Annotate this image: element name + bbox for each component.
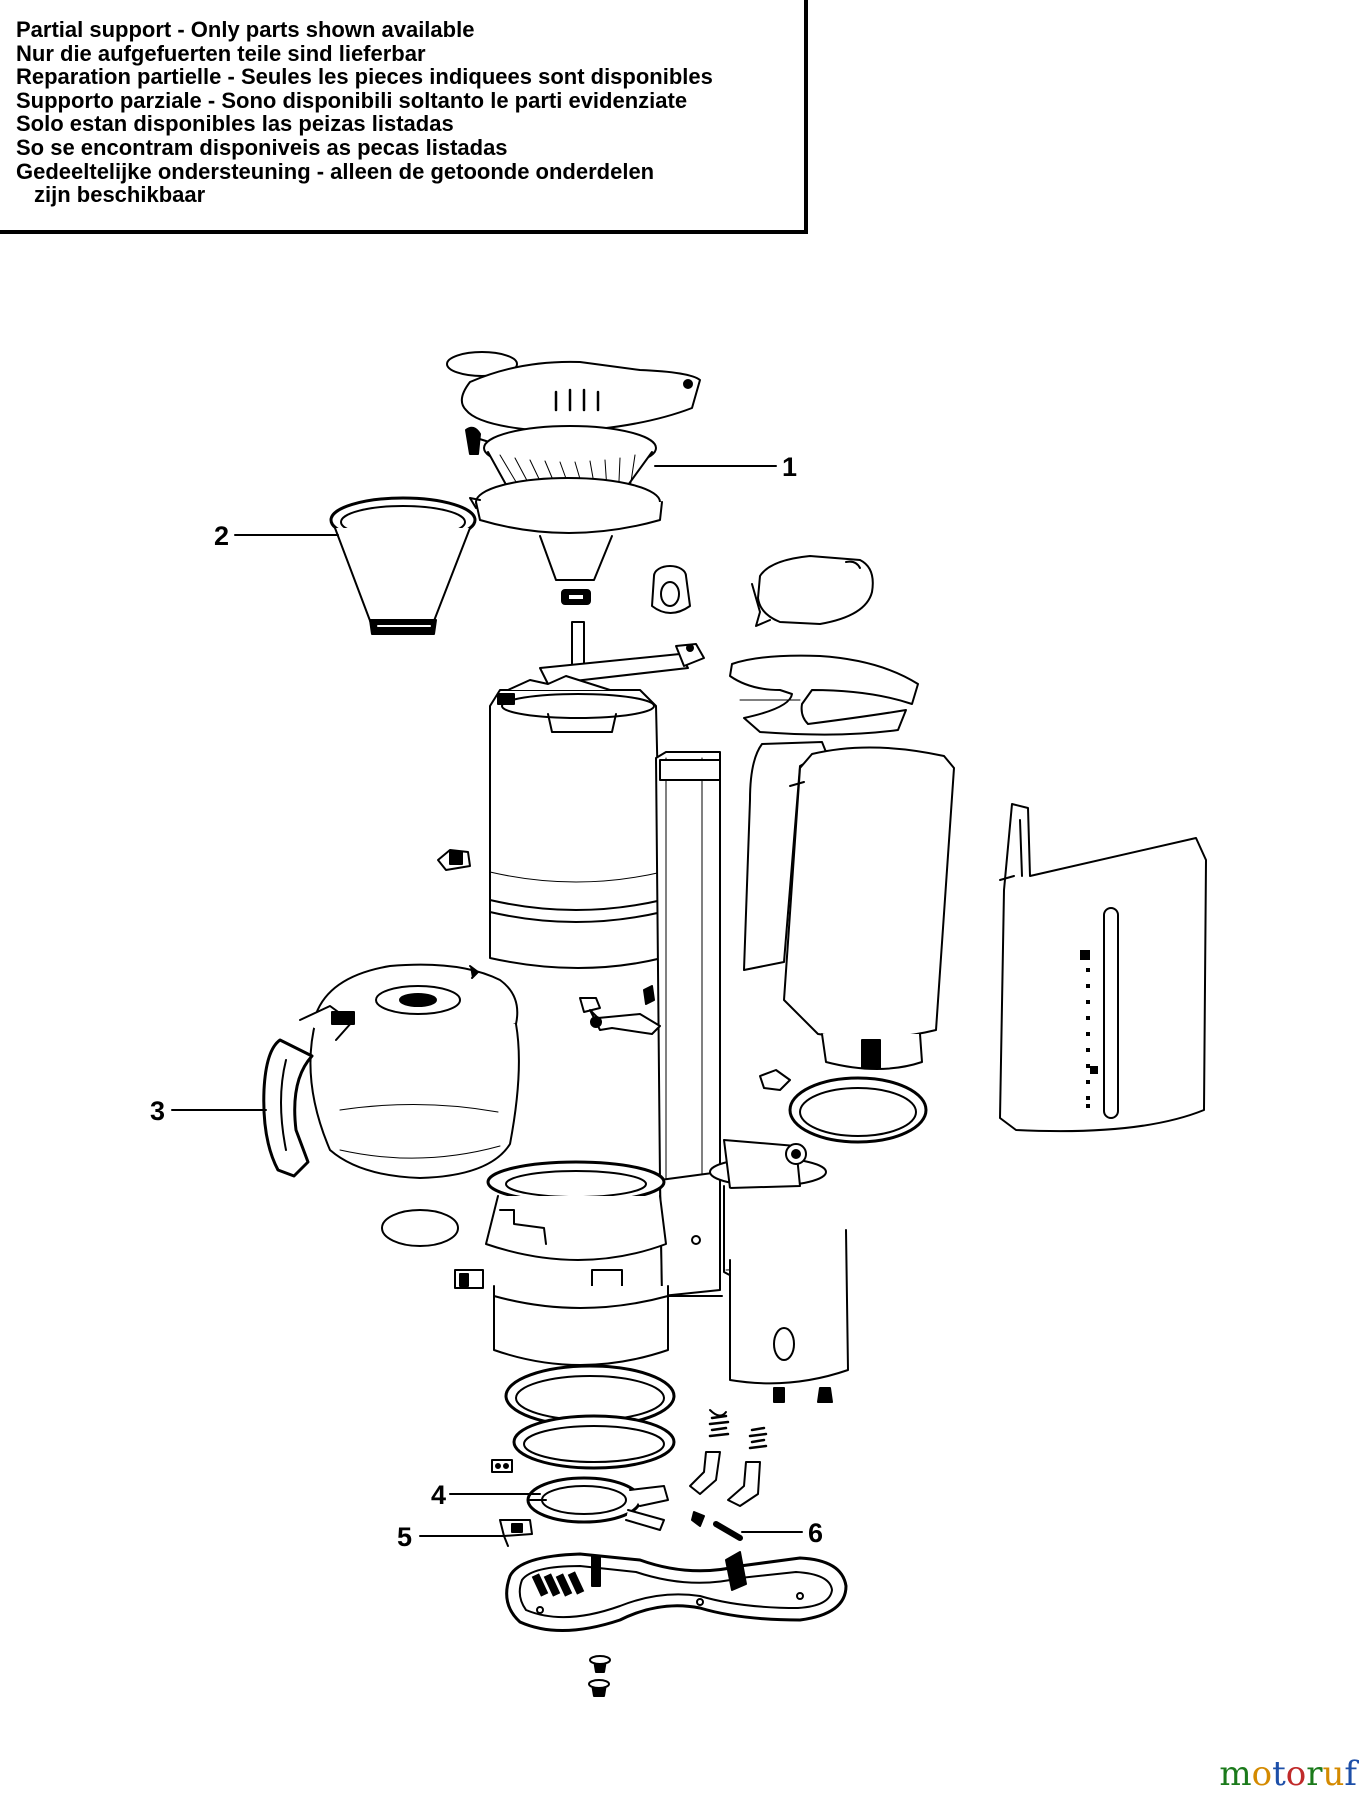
water-tank-ring [729,654,919,736]
callout-6: 6 [808,1518,823,1548]
permanent-filter [329,496,477,635]
notice-line-de: Nur die aufgefuerten teile sind lieferba… [16,40,426,66]
lid-latch [465,426,481,455]
small-fasteners [709,1387,833,1417]
base-housing [454,1160,669,1366]
base-cover-right [709,1139,849,1385]
holder-spout [539,535,613,581]
watermark-letter: u [1322,1754,1345,1794]
callout-3: 3 [150,1096,165,1126]
drip-stop-center [567,593,585,601]
water-reservoir [999,803,1207,1133]
lid-cap [446,351,518,377]
filter-holder-band [475,501,663,534]
thermal-fuse [691,1511,745,1541]
shower-head-arm [539,621,705,685]
upper-housing [437,675,663,969]
center-column [655,751,723,1297]
callout-5: 5 [397,1522,412,1552]
watermark-letter: o [1251,1754,1273,1794]
side-panel-outer [783,746,955,1070]
notice-line-en: Partial support - Only parts shown avail… [16,17,475,42]
tank-seal-ring [759,1069,928,1144]
watermark-letter: o [1285,1754,1307,1794]
notice-line-nl-cont: zijn beschikbaar [34,182,206,208]
valve-knob [651,565,691,614]
holder-handle [469,497,481,509]
filter-lid [460,360,701,433]
base-plate [505,1551,848,1633]
watermark-logo: motoruf [1219,1754,1357,1794]
water-level-marks [1080,950,1090,1108]
filter-basket-assembly [446,351,701,605]
watermark-letter: f [1344,1754,1357,1794]
base-screws [588,1655,611,1697]
thermostat [499,1519,533,1547]
partial-support-notice: Partial support - Only parts shown avail… [0,0,808,234]
callout-2: 2 [214,521,229,551]
lid-slots [554,388,600,412]
springs-and-hoses [491,1414,768,1507]
motoruf-watermark: motoruf motoruf [1219,1754,1357,1794]
callout-4: 4 [431,1480,446,1510]
watermark-letter: r [1306,1754,1323,1794]
base-vents [531,1571,585,1597]
warming-plate-disc [381,1209,459,1247]
notice-line-es: Solo estan disponibles las peizas listad… [16,111,454,137]
warming-plate [504,1364,676,1470]
reservoir-lid [751,555,874,627]
callout-1: 1 [782,452,797,482]
notice-line-it: Supporto parziale - Sono disponibili sol… [16,87,688,113]
notice-line-nl: Gedeeltelijke ondersteuning - alleen de … [16,158,655,184]
notice-line-pt: So se encontram disponiveis as pecas lis… [16,134,508,160]
glass-carafe [262,963,520,1179]
warming-switch [579,985,661,1035]
watermark-letter: t [1272,1754,1286,1794]
watermark-letter: m [1219,1754,1252,1794]
notice-line-fr: Reparation partielle - Seules les pieces… [16,64,713,90]
heating-element [526,1476,669,1531]
lid-hinge [683,379,693,389]
